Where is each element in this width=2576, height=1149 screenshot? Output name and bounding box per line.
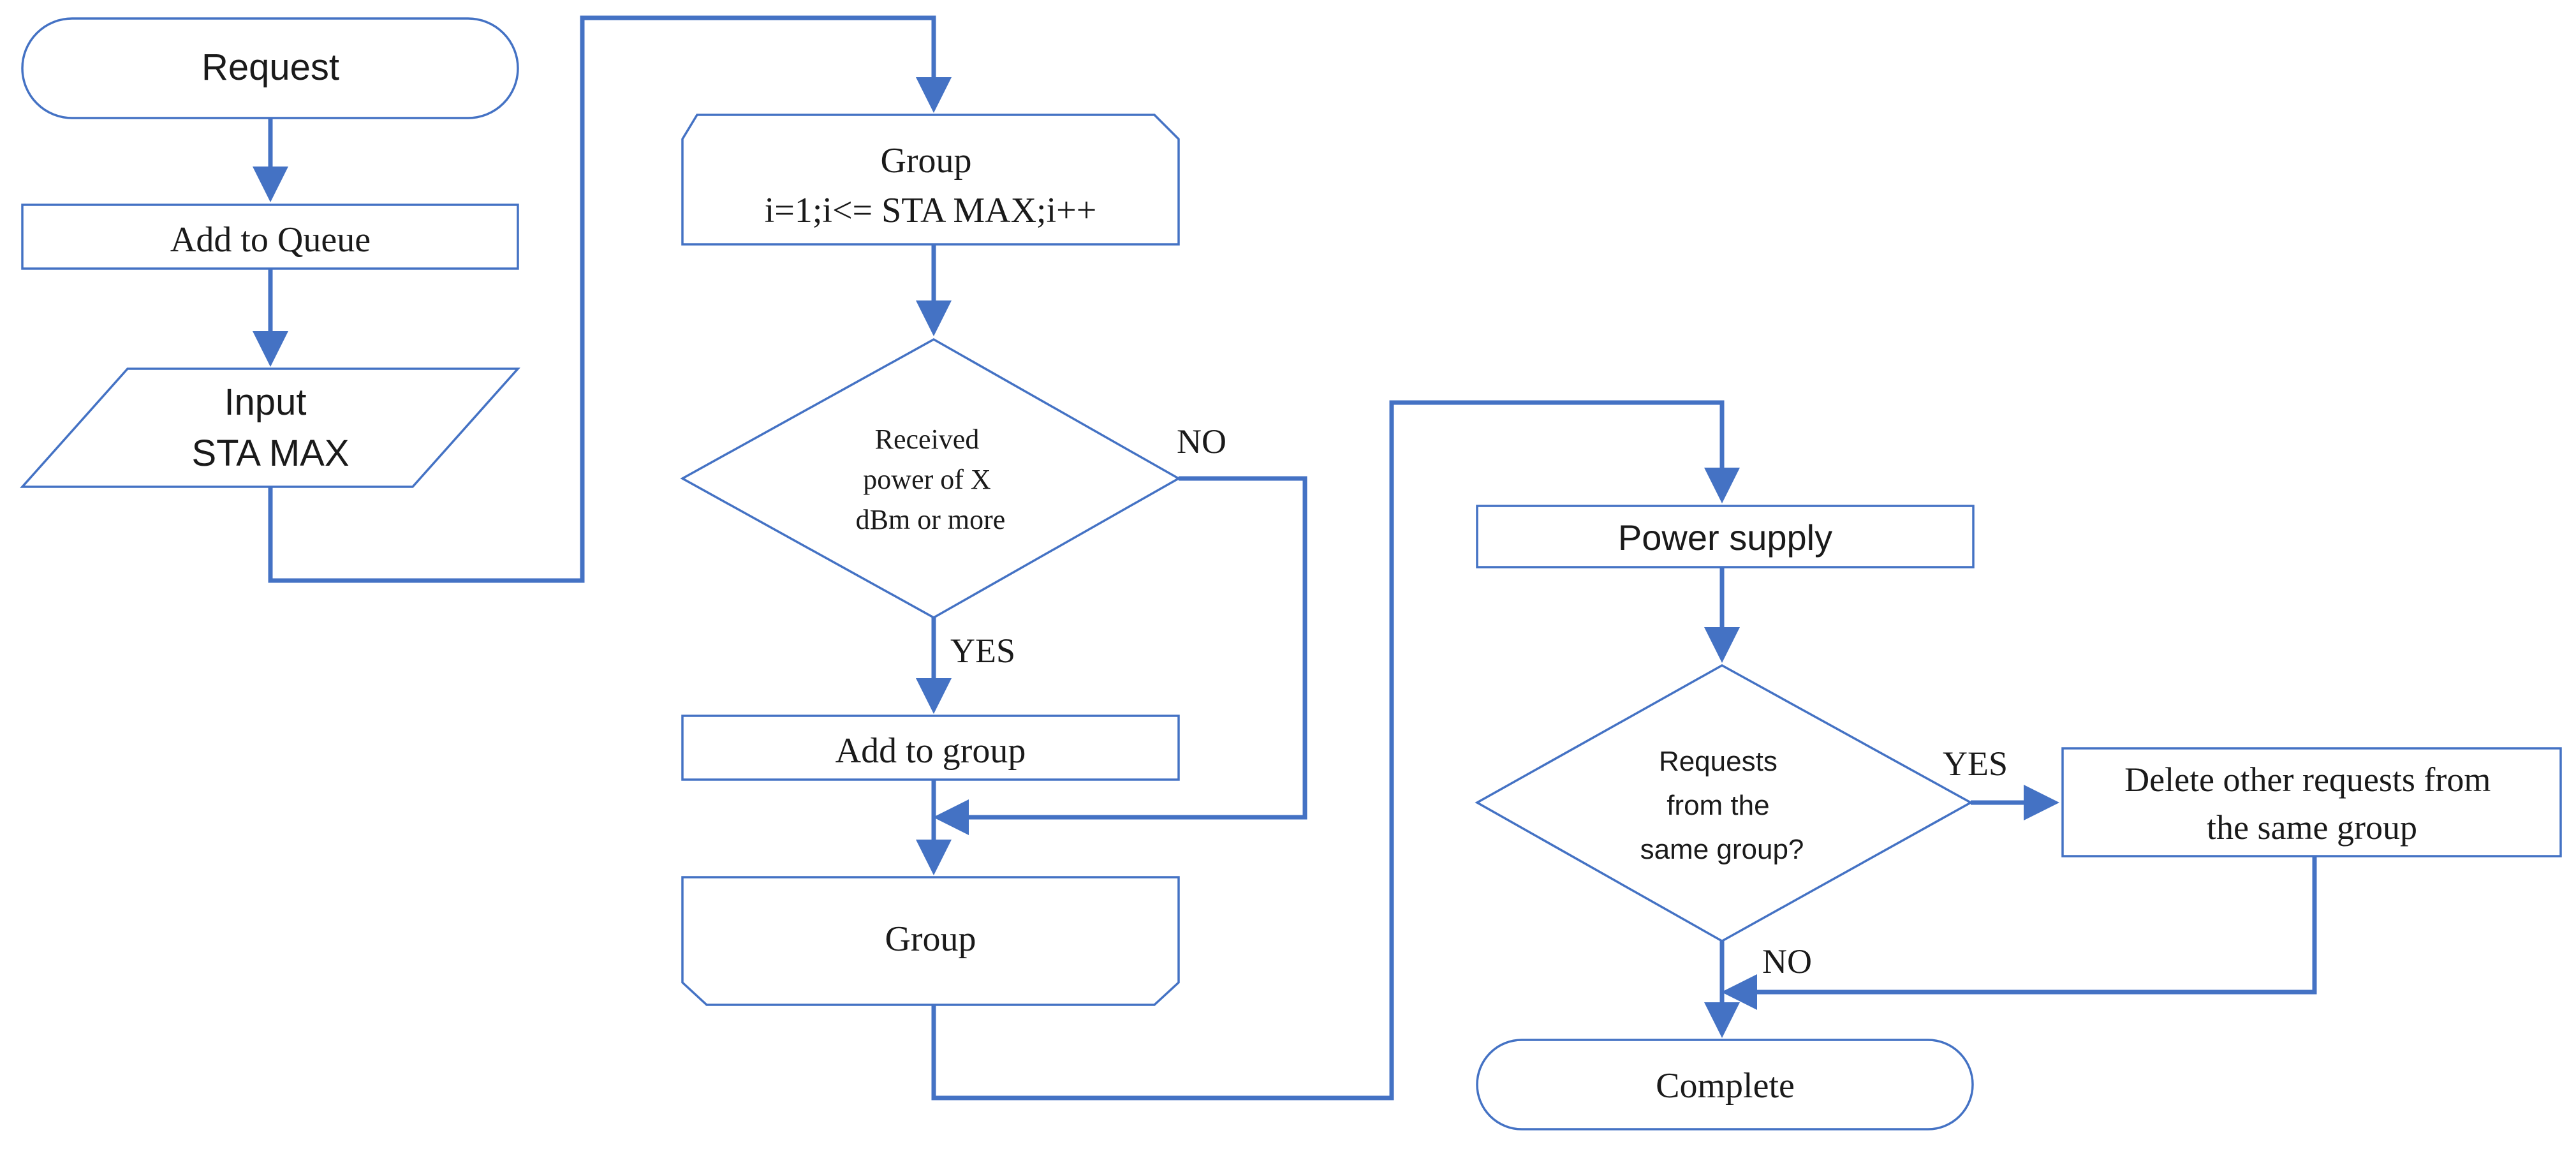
connector-input-to-group-start [268, 15, 952, 583]
received-power-decision [680, 337, 1181, 619]
delete-other-requests-label: Delete other requests from the same grou… [2124, 760, 2499, 847]
input-data [20, 367, 520, 488]
connectors [253, 15, 2317, 1101]
received-power-label: Received power of X dBm or more [856, 424, 1006, 535]
add-to-queue-process [21, 204, 519, 270]
group-loop-start [681, 114, 1180, 246]
shapes [20, 17, 2562, 1130]
group-loop-end [681, 876, 1180, 1006]
group-loop-start-label: Group i=1;i<= STA MAX;i++ [765, 141, 1097, 230]
connector-decision-no-bypass [933, 476, 1307, 835]
request-terminal [21, 17, 519, 119]
same-group-decision [1475, 663, 1973, 943]
power-no-label: NO [1177, 422, 1226, 461]
node-labels: Request Add to Queue Input STA MAX Group… [170, 47, 2499, 1106]
connector-delete-to-complete [1721, 856, 2317, 1010]
delete-other-requests-process [2061, 747, 2562, 857]
power-supply-process [1476, 505, 1975, 568]
power-yes-label: YES [950, 632, 1015, 670]
same-group-yes-label: YES [1943, 745, 2008, 783]
same-group-no-label: NO [1762, 942, 1812, 981]
input-label: Input STA MAX [191, 382, 349, 474]
group-loop-end-label: Group [885, 919, 976, 959]
add-to-group-process [681, 715, 1180, 781]
add-to-group-label: Add to group [835, 731, 1026, 771]
complete-terminal [1476, 1039, 1974, 1130]
same-group-label: Requests from the same group? [1640, 746, 1804, 865]
connector-group-end-to-power [931, 400, 1740, 1101]
power-supply-label: Power supply [1618, 517, 1832, 558]
add-to-queue-label: Add to Queue [170, 220, 371, 260]
branch-labels: NO YES YES NO [950, 422, 2008, 981]
complete-label: Complete [1656, 1066, 1795, 1106]
request-label: Request [202, 47, 339, 88]
